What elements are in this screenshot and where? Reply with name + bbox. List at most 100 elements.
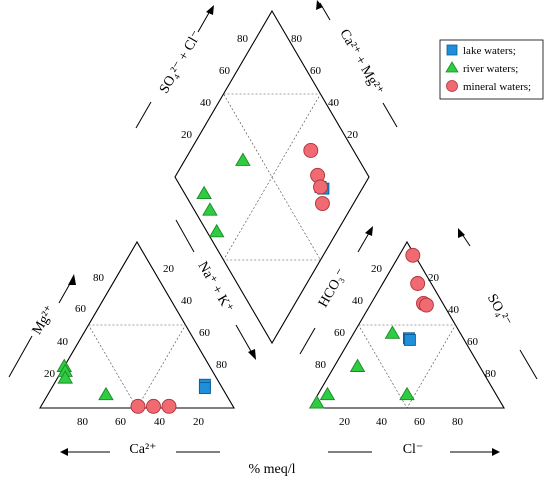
anion-tick-left-20: 20 <box>371 263 383 275</box>
cation-axis-label-ca: Ca²⁺ <box>129 442 156 457</box>
anion-axis-label-so4: SO₄²⁻ <box>484 292 514 329</box>
cation-tick-left-40: 40 <box>57 336 69 348</box>
legend-circle-marker <box>446 80 458 92</box>
anion-tick-right-60: 60 <box>467 336 479 348</box>
diamond-circle-marker-2-2 <box>313 179 328 195</box>
diamond-outline <box>174 9 370 345</box>
anion-circle-marker-2-3 <box>418 297 434 313</box>
anion-left-arrow-shaft <box>357 232 370 253</box>
cation-right-arrow-shaft <box>235 324 253 354</box>
cation-right-guide-line <box>175 219 195 253</box>
legend-river-waters: river waters; <box>463 63 518 75</box>
cation-triangle: 20 40 60 80 80 60 40 20 20 40 60 80 Mg²⁺… <box>8 219 256 457</box>
cation-circle-marker-2-0 <box>130 398 146 414</box>
anion-axis-label-hco3: HCO₃⁻ <box>316 266 350 310</box>
anion-bottom-arrowhead <box>492 448 500 456</box>
cation-tick-right-40: 40 <box>181 295 193 307</box>
anion-tick-right-40: 40 <box>448 304 460 316</box>
cation-tick-bottom-20: 20 <box>193 416 205 428</box>
cation-tick-left-80: 80 <box>93 272 105 284</box>
cation-circle-marker-2-1 <box>146 398 161 414</box>
anion-tick-bottom-20: 20 <box>339 416 351 428</box>
data-markers <box>56 142 434 414</box>
diamond-tick-ur-60: 60 <box>310 65 322 77</box>
diamond-tick-ur-20: 20 <box>347 129 359 141</box>
cation-axis-label-na-k: Na⁺ + K⁺ <box>195 259 236 315</box>
cation-tick-bottom-60: 60 <box>115 416 127 428</box>
diamond-tick-ur-80: 80 <box>291 33 303 45</box>
anion-ticks-bottom: 20 40 60 80 <box>339 416 464 428</box>
cation-left-arrowhead <box>68 274 76 285</box>
cation-ticks-bottom: 80 60 40 20 <box>77 416 205 428</box>
cation-bottom-arrowhead <box>60 448 68 456</box>
diamond-axis-label-ca-mg: Ca²⁺ + Mg²⁺ <box>336 27 386 98</box>
anion-ticks-right: 20 40 60 80 <box>428 272 497 380</box>
anion-triangle-marker-1-1 <box>319 386 336 401</box>
diamond-left-arrow-shaft <box>197 10 211 33</box>
anion-triangle-marker-1-0 <box>309 395 325 409</box>
diamond-ticks-upper-right: 80 60 40 20 <box>291 33 359 141</box>
anion-left-arrowhead <box>365 226 373 236</box>
cation-triangle-inner <box>87 324 187 409</box>
cation-tick-right-60: 60 <box>199 327 211 339</box>
diamond-triangle-marker-1-3 <box>235 152 251 166</box>
anion-ticks-left: 80 60 40 20 <box>315 263 383 371</box>
legend-triangle-marker <box>445 61 459 73</box>
anion-tick-bottom-80: 80 <box>452 416 464 428</box>
diamond-right-arrowhead <box>316 0 323 10</box>
anion-right-guide-line <box>519 349 538 380</box>
diamond-axis-label-so4-cl: SO₄²⁻ + Cl⁻ <box>157 28 205 96</box>
diamond-tick-ul-40: 40 <box>200 97 212 109</box>
cation-axis-label-mg: Mg²⁺ <box>30 303 59 337</box>
diamond-tick-ul-20: 20 <box>181 129 193 141</box>
cation-triangle-marker-1-2 <box>57 370 74 384</box>
cation-circle-marker-2-2 <box>161 398 177 414</box>
cation-square-marker-0-1 <box>198 382 211 395</box>
anion-right-arrow-shaft <box>461 233 471 247</box>
diamond-left-guide-line <box>135 101 152 129</box>
cation-tick-bottom-40: 40 <box>154 416 166 428</box>
anion-triangle-marker-1-2 <box>349 358 366 372</box>
anion-tick-bottom-40: 40 <box>376 416 388 428</box>
diamond-ticks-upper-left: 80 60 40 20 <box>181 33 249 141</box>
cation-tick-left-20: 20 <box>44 368 56 380</box>
legend-square-marker <box>446 44 458 56</box>
anion-triangle: 80 60 40 20 20 40 60 80 20 40 60 80 HCO₃… <box>299 226 538 457</box>
anion-circle-marker-2-1 <box>410 276 426 291</box>
anion-triangle-marker-1-4 <box>399 386 415 401</box>
cation-tick-right-20: 20 <box>163 263 175 275</box>
diamond-left-arrowhead <box>206 5 214 15</box>
anion-tick-bottom-60: 60 <box>414 416 426 428</box>
cation-tick-left-60: 60 <box>75 303 87 315</box>
anion-tick-right-20: 20 <box>428 272 440 284</box>
anion-axis-label-cl: Cl⁻ <box>403 442 424 457</box>
cation-right-arrowhead <box>248 349 256 360</box>
diamond-circle-marker-2-0 <box>303 142 319 158</box>
diamond-triangle-marker-1-2 <box>208 223 225 238</box>
anion-tick-right-80: 80 <box>485 368 497 380</box>
cation-ticks-right: 20 40 60 80 <box>163 263 228 371</box>
anion-tick-left-80: 80 <box>315 359 327 371</box>
anion-triangle-inner <box>357 324 457 409</box>
diamond-triangle-marker-1-0 <box>196 185 212 200</box>
diamond: 80 60 40 20 80 60 40 20 SO₄²⁻ + Cl⁻ Ca²⁺… <box>135 0 398 345</box>
legend-lake-waters: lake waters; <box>463 45 516 57</box>
legend: lake waters; river waters; mineral water… <box>439 39 544 100</box>
diamond-tick-ul-60: 60 <box>219 65 231 77</box>
anion-square-marker-0-1 <box>403 333 416 346</box>
anion-triangle-marker-1-3 <box>384 325 401 339</box>
anion-tick-left-40: 40 <box>352 295 364 307</box>
anion-tick-left-60: 60 <box>334 327 346 339</box>
legend-mineral-waters: mineral waters; <box>463 81 531 93</box>
footer-label: % meq/l <box>248 462 295 477</box>
cation-left-guide-line <box>8 335 33 378</box>
cation-tick-right-80: 80 <box>216 359 228 371</box>
diamond-tick-ur-40: 40 <box>328 97 340 109</box>
diamond-right-guide-line <box>382 102 398 128</box>
diamond-triangle-marker-1-1 <box>202 202 218 216</box>
diamond-inner-lines <box>222 93 322 261</box>
anion-left-guide-line <box>299 327 316 355</box>
diamond-circle-marker-2-3 <box>314 196 330 212</box>
